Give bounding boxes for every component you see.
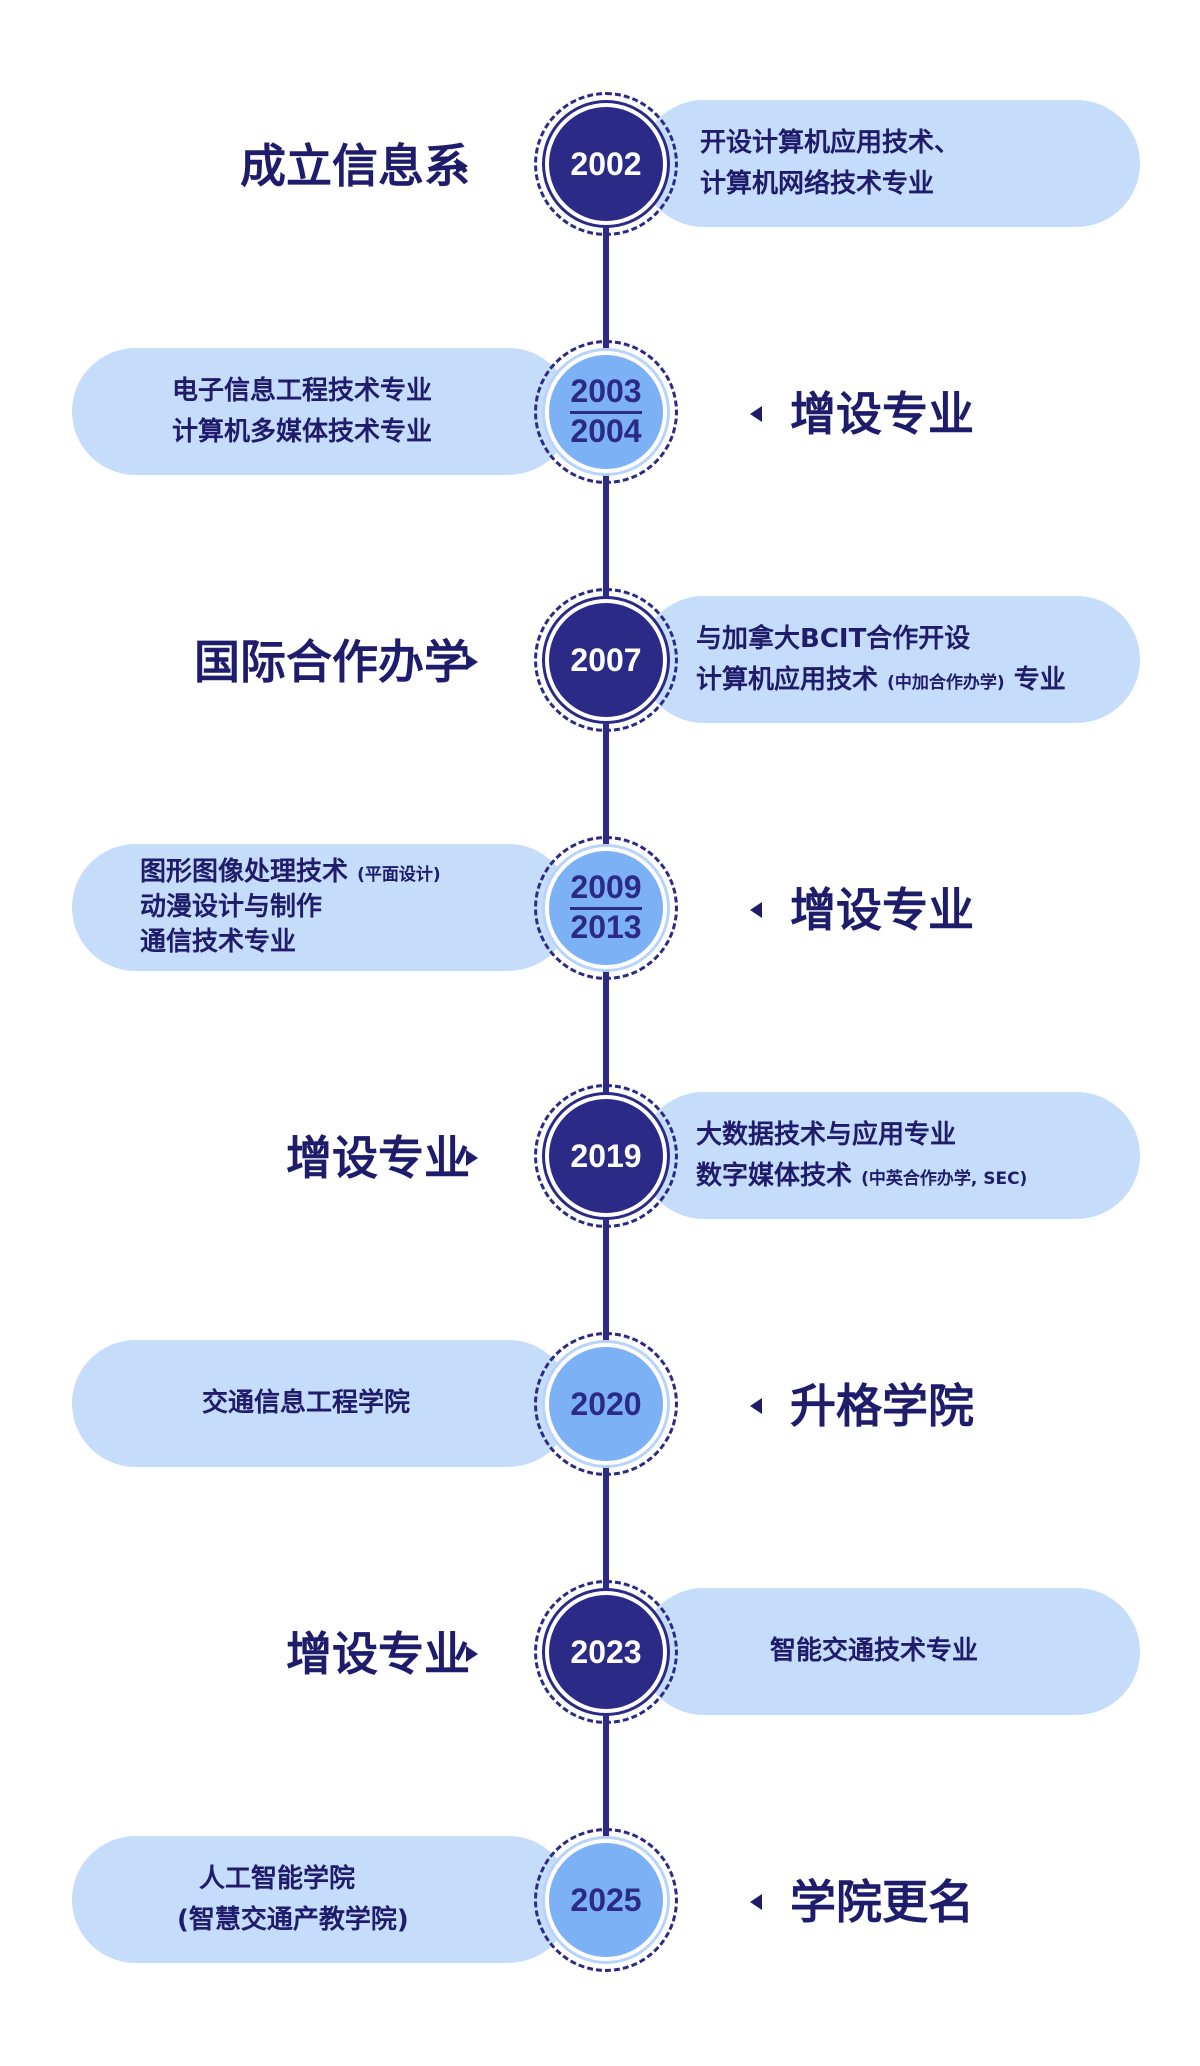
year-label: 2023 <box>570 1633 642 1670</box>
timeline-event-2007: 国际合作办学 与加拿大BCIT合作开设 计算机应用技术 (中加合作办学) 专业 … <box>0 588 1200 732</box>
pointer-left-icon <box>750 1894 762 1910</box>
event-description-box: 人工智能学院 (智慧交通产教学院) <box>72 1836 572 1963</box>
year-badge: 2003 2004 <box>545 351 667 473</box>
year-label: 2007 <box>570 641 642 678</box>
description-line: 与加拿大BCIT合作开设 <box>696 624 971 655</box>
description-line: 动漫设计与制作 <box>140 891 323 922</box>
pointer-right-icon <box>466 1150 478 1166</box>
description-main: 数字媒体技术 <box>696 1160 853 1191</box>
year-badge: 2007 <box>545 599 667 721</box>
description-line: 电子信息工程技术专业 <box>172 376 433 407</box>
year-start-label: 2009 <box>570 870 642 910</box>
event-description-box: 电子信息工程技术专业 计算机多媒体技术专业 <box>72 348 572 475</box>
timeline-event-2019: 增设专业 大数据技术与应用专业 数字媒体技术 (中英合作办学, SEC) 201… <box>0 1084 1200 1228</box>
event-title: 学院更名 <box>790 1875 974 1929</box>
year-label: 2025 <box>570 1881 642 1918</box>
year-badge: 2019 <box>545 1095 667 1217</box>
year-badge-ring: 2002 <box>534 92 678 236</box>
year-label: 2019 <box>570 1137 642 1174</box>
event-title: 增设专业 <box>286 1131 470 1185</box>
description-line: 开设计算机应用技术、 <box>700 128 961 159</box>
year-badge-ring: 2003 2004 <box>534 340 678 484</box>
event-description-box: 图形图像处理技术 (平面设计) 动漫设计与制作 通信技术专业 <box>72 844 572 971</box>
description-line: 交通信息工程学院 <box>202 1388 411 1419</box>
pointer-left-icon <box>750 902 762 918</box>
description-tail: 专业 <box>1013 664 1066 695</box>
description-line: 计算机网络技术专业 <box>700 168 935 199</box>
description-note: (平面设计) <box>357 864 441 885</box>
event-title: 增设专业 <box>790 883 974 937</box>
pointer-right-icon <box>466 1646 478 1662</box>
description-line: (智慧交通产教学院) <box>177 1904 409 1935</box>
description-line: 计算机应用技术 (中加合作办学) 专业 <box>696 660 1120 700</box>
event-title: 升格学院 <box>790 1379 974 1433</box>
event-description-box: 与加拿大BCIT合作开设 计算机应用技术 (中加合作办学) 专业 <box>640 596 1140 723</box>
description-line: 人工智能学院 <box>199 1864 356 1895</box>
event-description-box: 大数据技术与应用专业 数字媒体技术 (中英合作办学, SEC) <box>640 1092 1140 1219</box>
year-badge: 2025 <box>545 1839 667 1961</box>
year-end-label: 2004 <box>570 412 642 449</box>
description-note: (中加合作办学) <box>887 672 1005 693</box>
year-badge: 2023 <box>545 1591 667 1713</box>
description-note: (中英合作办学, SEC) <box>861 1168 1028 1189</box>
year-badge-ring: 2019 <box>534 1084 678 1228</box>
event-title: 增设专业 <box>286 1627 470 1681</box>
description-line: 数字媒体技术 (中英合作办学, SEC) <box>696 1156 1120 1196</box>
timeline-event-2023: 增设专业 智能交通技术专业 2023 <box>0 1580 1200 1724</box>
description-main: 图形图像处理技术 <box>140 856 349 887</box>
year-start-label: 2003 <box>570 374 642 414</box>
event-description-box: 开设计算机应用技术、 计算机网络技术专业 <box>640 100 1140 227</box>
year-end-label: 2013 <box>570 908 642 945</box>
event-title: 成立信息系 <box>240 139 470 193</box>
year-badge-ring: 2009 2013 <box>534 836 678 980</box>
description-line: 通信技术专业 <box>140 927 297 958</box>
year-badge-ring: 2020 <box>534 1332 678 1476</box>
timeline-event-2025: 人工智能学院 (智慧交通产教学院) 2025 学院更名 <box>0 1828 1200 1972</box>
description-line: 计算机多媒体技术专业 <box>172 416 433 447</box>
description-main: 计算机应用技术 <box>696 664 879 695</box>
description-line: 大数据技术与应用专业 <box>696 1120 957 1151</box>
year-label: 2020 <box>570 1385 642 1422</box>
timeline-event-2003-2004: 电子信息工程技术专业 计算机多媒体技术专业 2003 2004 增设专业 <box>0 340 1200 484</box>
year-badge-ring: 2007 <box>534 588 678 732</box>
year-label: 2002 <box>570 145 642 182</box>
year-badge-ring: 2023 <box>534 1580 678 1724</box>
timeline-event-2002: 成立信息系 开设计算机应用技术、 计算机网络技术专业 2002 <box>0 92 1200 236</box>
event-description-box: 智能交通技术专业 <box>640 1588 1140 1715</box>
year-badge: 2002 <box>545 103 667 225</box>
pointer-left-icon <box>750 1398 762 1414</box>
event-description-box: 交通信息工程学院 <box>72 1340 572 1467</box>
description-line: 智能交通技术专业 <box>770 1636 979 1667</box>
timeline-axis <box>603 200 609 1890</box>
timeline-event-2020: 交通信息工程学院 2020 升格学院 <box>0 1332 1200 1476</box>
pointer-left-icon <box>750 406 762 422</box>
event-title: 增设专业 <box>790 387 974 441</box>
pointer-right-icon <box>466 654 478 670</box>
event-title: 国际合作办学 <box>194 635 470 689</box>
year-badge: 2009 2013 <box>545 847 667 969</box>
pointer-right-icon <box>456 158 468 174</box>
year-badge-ring: 2025 <box>534 1828 678 1972</box>
description-line: 图形图像处理技术 (平面设计) <box>140 855 512 890</box>
year-badge: 2020 <box>545 1343 667 1465</box>
timeline-event-2009-2013: 图形图像处理技术 (平面设计) 动漫设计与制作 通信技术专业 2009 2013… <box>0 836 1200 980</box>
